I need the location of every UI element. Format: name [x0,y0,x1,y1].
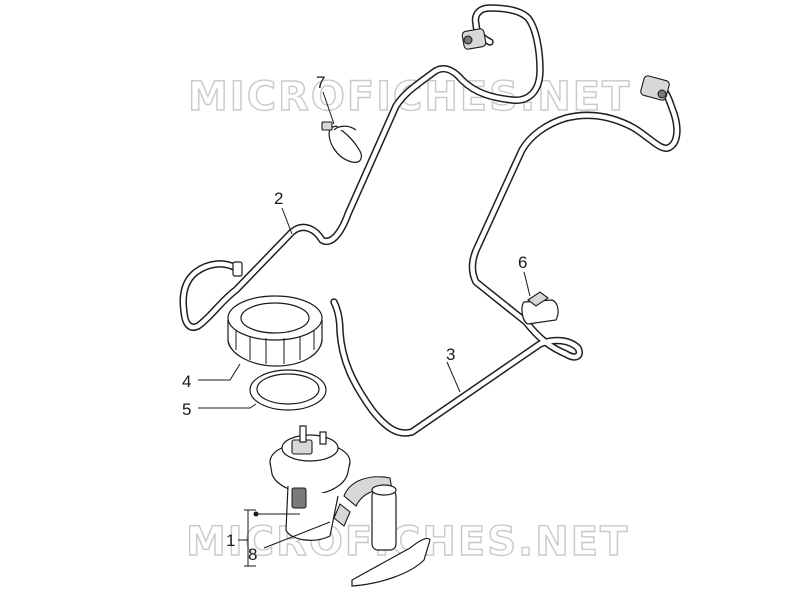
leader-5 [198,403,257,409]
leader-3 [446,361,461,393]
wiring-clip-top-icon [527,291,549,307]
fuel-filter-cap-icon [371,484,397,496]
hose-clamp-band-icon [333,125,357,131]
ring-nut-inner-icon [240,302,310,334]
hose-3-quick-connector-icon [640,75,670,101]
leader-7 [322,91,335,125]
leader-1-dot [253,511,259,517]
pump-bracket-icon [291,487,307,509]
leader-6 [523,271,531,297]
hose-3-connector-port-icon [657,89,667,99]
hose-clamp-latch-icon [321,121,333,131]
callout-3: 3 [446,345,455,364]
leader-2 [281,207,293,235]
callout-2: 2 [274,189,283,208]
leader-8 [263,521,331,549]
callout-7: 7 [316,73,325,92]
clamp-part-7 [321,121,362,163]
fuel-pump-assembly-part-1 [269,425,431,587]
fuel-level-float-arm-icon [351,537,431,587]
hose-part-2 [179,4,544,331]
callout-5: 5 [182,400,191,419]
fuel-filter-canister-icon [371,489,397,551]
pump-return-nipple-icon [319,431,327,445]
pump-mount-plate-icon [333,503,351,527]
callout-1: 1 [226,531,235,550]
callout-4: 4 [182,372,191,391]
wiring-clip-icon [521,299,559,325]
watermark-top: MICROFICHES.NET [188,74,631,120]
callout-8: 8 [248,545,257,564]
leader-4 [198,363,241,381]
pump-flange-rim-icon [269,461,351,495]
pump-outlet-nipple-icon [299,425,307,443]
ring-nut-part-4 [227,295,323,367]
bracket-group-1 [238,509,256,567]
hose-2-connector-port-icon [463,35,473,45]
callout-6: 6 [518,253,527,272]
clip-part-6 [521,291,559,325]
hose-clamp-icon [328,125,362,163]
gasket-inner-icon [256,373,320,405]
gasket-part-5 [249,369,327,411]
leader-lines [198,91,531,567]
hose-2-end-clip-icon [232,261,243,277]
